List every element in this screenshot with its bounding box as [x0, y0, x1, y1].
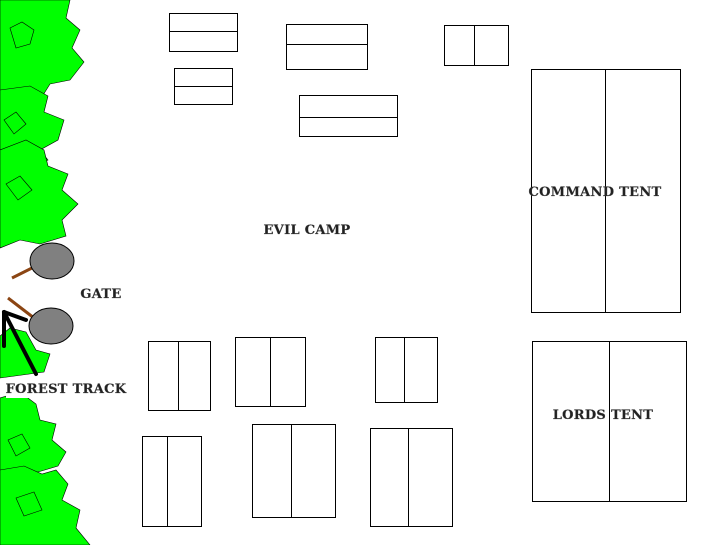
- forest-track-label: FOREST TRACK: [6, 382, 127, 397]
- gate: [7, 242, 75, 345]
- tree-icon: [0, 391, 67, 477]
- camp-label: EVIL CAMP: [263, 223, 350, 238]
- tent: [375, 337, 438, 403]
- tent: [286, 24, 368, 70]
- lords-tent: [532, 341, 687, 502]
- tree-icon: [0, 139, 79, 249]
- tent: [444, 25, 509, 66]
- command-tent-label: COMMAND TENT: [529, 185, 662, 200]
- tree-icon: [0, 465, 91, 545]
- forest: [0, 0, 91, 545]
- forest-track-label-bg: [6, 378, 124, 398]
- tent: [299, 95, 398, 137]
- boulder-icon: [29, 242, 75, 280]
- tent: [252, 424, 336, 518]
- gate-post: [7, 296, 35, 320]
- tents: [142, 13, 687, 527]
- boulder-icon: [28, 307, 74, 345]
- tent: [235, 337, 306, 407]
- tent: [142, 436, 202, 527]
- lords-tent-label: LORDS TENT: [553, 408, 654, 423]
- forest-track-arrow-icon: [2, 310, 38, 376]
- command-tent: [531, 69, 681, 313]
- tent: [370, 428, 453, 527]
- tent: [148, 341, 211, 411]
- tent: [174, 68, 233, 105]
- gate-label: GATE: [80, 287, 121, 302]
- tent: [169, 13, 238, 52]
